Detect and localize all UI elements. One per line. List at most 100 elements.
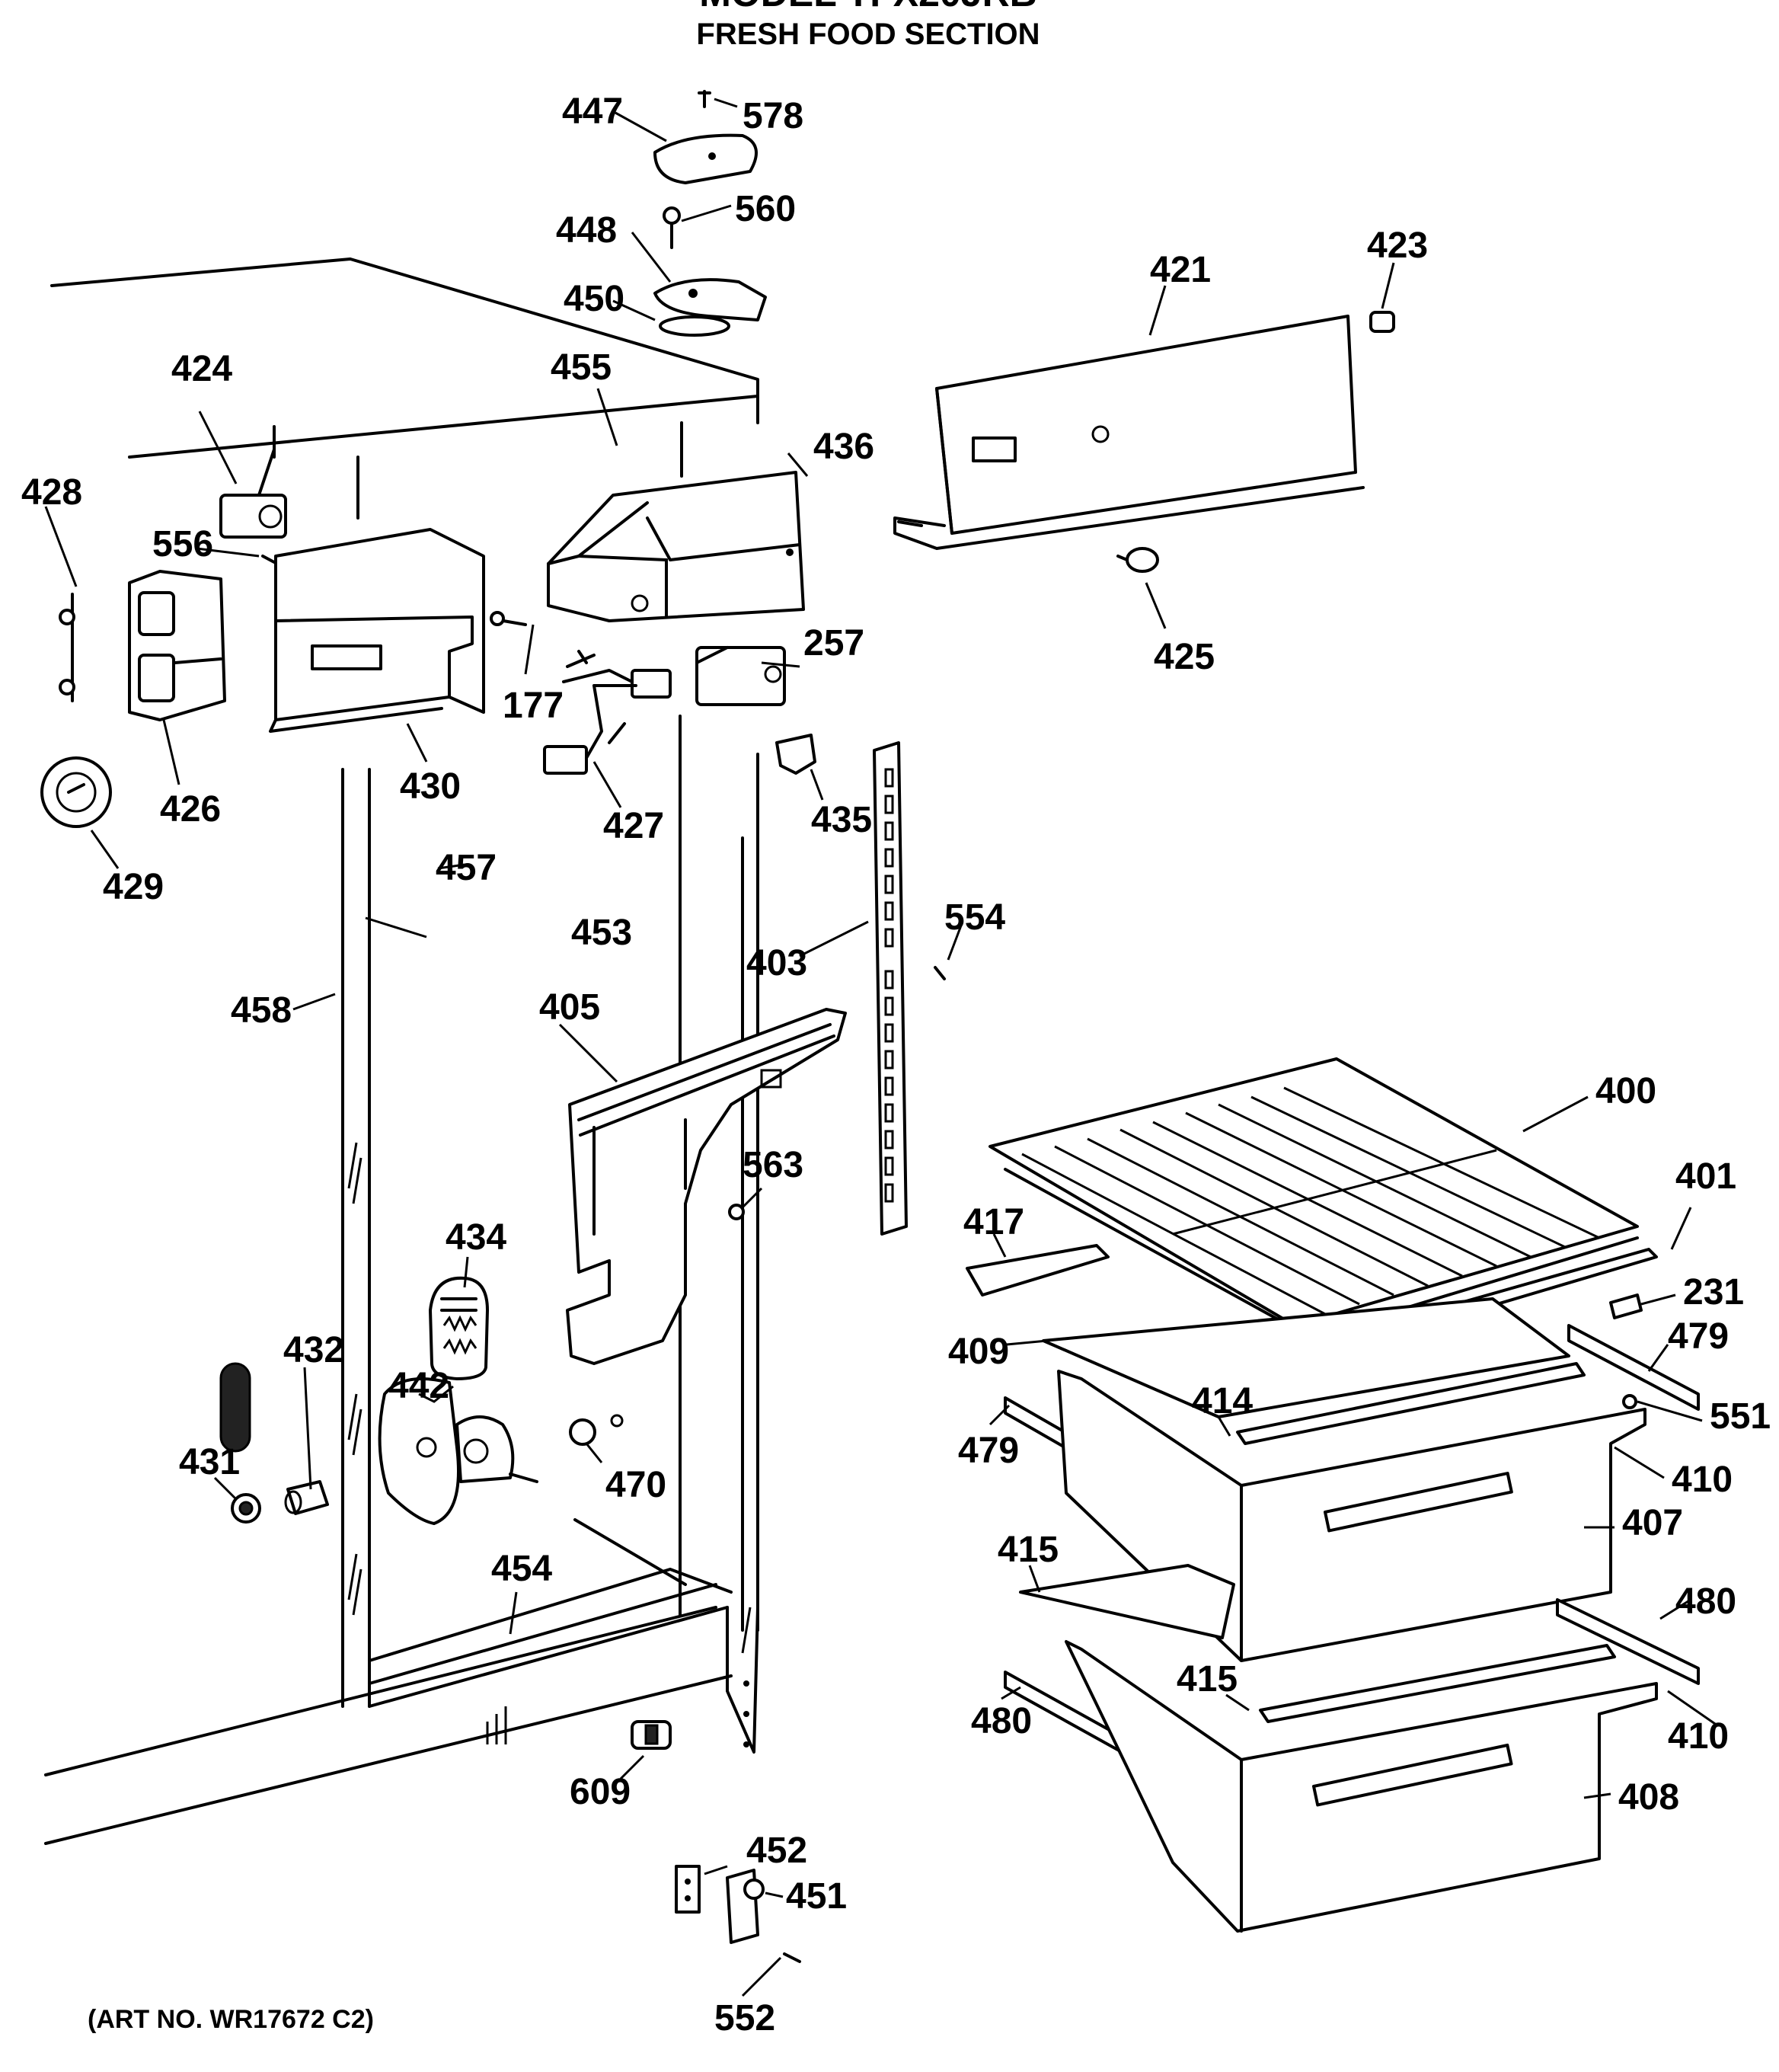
pan-cover-frame-414 [1236, 1362, 1586, 1445]
leader-lines [44, 98, 1718, 1997]
label-554: 554 [944, 897, 1005, 938]
label-427: 427 [603, 806, 664, 846]
wire-shelf [989, 1057, 1639, 1338]
top-hinge [653, 278, 767, 321]
label-453: 453 [571, 913, 632, 953]
light-socket [775, 734, 816, 775]
damper-control-knob [40, 756, 112, 828]
label-447: 447 [562, 91, 623, 132]
label-556: 556 [152, 524, 213, 564]
art-number: (ART NO. WR17672 C2) [88, 2005, 374, 2034]
screw-560 [663, 206, 681, 249]
cover-slide [966, 1244, 1110, 1297]
bottom-hinge [726, 1869, 765, 1944]
label-457: 457 [436, 848, 497, 888]
part-labels: 447 578 560 448 450 455 436 421 423 425 … [21, 91, 1771, 2038]
label-480b: 480 [1675, 1581, 1736, 1622]
defrost-timer [695, 646, 786, 706]
light-switch [219, 1362, 251, 1453]
label-421: 421 [1150, 250, 1211, 290]
label-442: 442 [388, 1366, 449, 1406]
thermostat [378, 1377, 538, 1525]
label-400: 400 [1595, 1071, 1656, 1111]
label-470: 470 [605, 1465, 666, 1505]
air-damper [128, 570, 226, 721]
label-434: 434 [446, 1217, 506, 1258]
label-435: 435 [811, 800, 872, 840]
screw-563 [728, 1204, 745, 1220]
panel-knob [1116, 547, 1159, 573]
label-257: 257 [803, 623, 864, 663]
screw-556 [261, 555, 276, 564]
label-231: 231 [1683, 1272, 1744, 1313]
label-423: 423 [1367, 225, 1428, 266]
label-409: 409 [948, 1332, 1009, 1372]
label-431: 431 [179, 1442, 240, 1482]
label-578: 578 [743, 96, 803, 136]
hinge-shim-bottom [675, 1865, 701, 1914]
damper-control-link [59, 593, 75, 702]
label-479a: 479 [958, 1431, 1019, 1471]
fan-motor [219, 448, 287, 539]
screw-578 [698, 90, 711, 108]
label-426: 426 [160, 789, 221, 830]
label-405: 405 [539, 987, 600, 1028]
fan-housing [269, 528, 485, 733]
label-479b: 479 [1668, 1316, 1729, 1357]
wire-harness [543, 650, 672, 775]
label-451: 451 [786, 1876, 847, 1917]
label-414: 414 [1192, 1381, 1253, 1421]
label-455: 455 [551, 347, 612, 388]
cam-609 [631, 1720, 672, 1750]
screw-551 [1622, 1394, 1637, 1409]
control-panel [893, 315, 1365, 550]
pan-cover-frame-415 [1259, 1644, 1616, 1723]
switch-bushing [284, 1480, 329, 1515]
hinge-shim [659, 315, 730, 337]
label-425: 425 [1154, 637, 1215, 677]
label-430: 430 [400, 766, 461, 807]
shelf-clip-231 [1609, 1293, 1643, 1319]
slide-480-right [1556, 1598, 1700, 1685]
label-417: 417 [963, 1202, 1024, 1242]
label-432: 432 [283, 1330, 344, 1370]
label-415b: 415 [1177, 1659, 1238, 1699]
label-415a: 415 [998, 1530, 1059, 1570]
pan-cover-409 [1042, 1297, 1570, 1418]
light-shield [429, 1276, 489, 1380]
label-448: 448 [556, 210, 617, 251]
label-428: 428 [21, 472, 82, 513]
label-410a: 410 [1672, 1460, 1733, 1500]
label-551: 551 [1710, 1396, 1771, 1437]
panel-bulb [1369, 311, 1395, 333]
switch-button [231, 1493, 261, 1524]
label-429: 429 [103, 867, 164, 907]
shelf-ladder [873, 741, 908, 1236]
label-452: 452 [746, 1831, 807, 1871]
label-480a: 480 [971, 1701, 1032, 1741]
screw-554 [934, 966, 946, 980]
label-560: 560 [735, 189, 796, 229]
diagram-subtitle: FRESH FOOD SECTION [696, 18, 1040, 51]
screw-552 [783, 1952, 801, 1963]
label-410b: 410 [1668, 1716, 1729, 1757]
slide-479-right [1567, 1324, 1700, 1411]
label-552: 552 [714, 1998, 775, 2038]
screw-177 [490, 611, 527, 626]
label-401: 401 [1675, 1156, 1736, 1197]
label-407: 407 [1622, 1503, 1683, 1543]
label-458: 458 [231, 990, 292, 1031]
top-hinge-cover [653, 133, 758, 184]
label-403: 403 [746, 943, 807, 983]
air-duct [566, 1008, 847, 1365]
label-424: 424 [171, 349, 232, 389]
pan-cover-415 [1019, 1564, 1235, 1639]
light-bulb [569, 1414, 624, 1446]
label-563: 563 [743, 1145, 803, 1185]
label-454: 454 [491, 1549, 552, 1589]
label-436: 436 [813, 427, 874, 467]
label-408: 408 [1618, 1777, 1679, 1818]
label-450: 450 [564, 279, 624, 319]
pan-408 [1065, 1640, 1658, 1933]
